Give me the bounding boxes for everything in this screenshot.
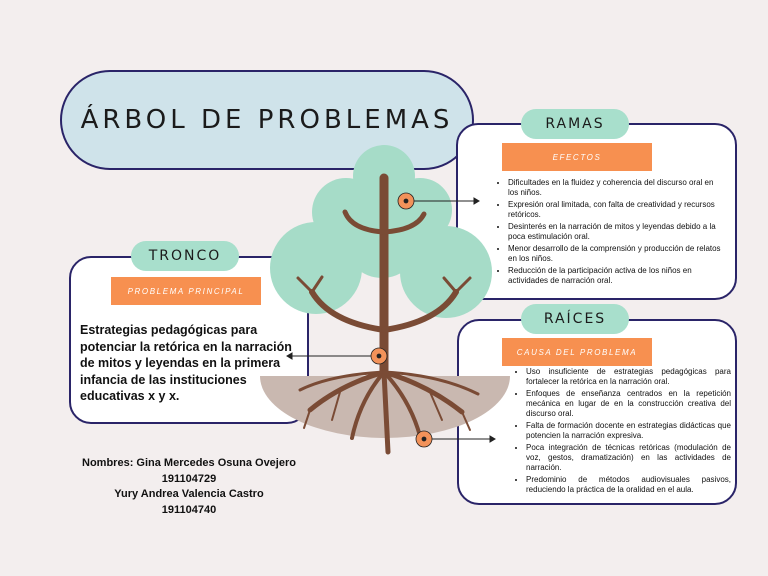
list-item: Reducción de la participación activa de …	[508, 266, 724, 286]
tronco-heading: TRONCO	[131, 241, 239, 271]
page-title: ÁRBOL DE PROBLEMAS	[80, 105, 454, 135]
list-item: Falta de formación docente en estrategia…	[526, 421, 731, 441]
ramas-heading: RAMAS	[521, 109, 629, 139]
list-item: Predominio de métodos audiovisuales pasi…	[526, 475, 731, 495]
raices-tag: CAUSA DEL PROBLEMA	[502, 338, 652, 366]
marker-dots	[370, 192, 433, 448]
ramas-list: Dificultades en la fluidez y coherencia …	[496, 178, 724, 288]
title-banner: ÁRBOL DE PROBLEMAS	[60, 70, 474, 170]
list-item: Menor desarrollo de la comprensión y pro…	[508, 244, 724, 264]
list-item: Enfoques de enseñanza centrados en la re…	[526, 389, 731, 419]
ramas-tag: EFECTOS	[502, 143, 652, 171]
list-item: Desinterés en la narración de mitos y le…	[508, 222, 724, 242]
list-item: Poca integración de técnicas retóricas (…	[526, 443, 731, 473]
list-item: Uso insuficiente de estrategias pedagógi…	[526, 367, 731, 387]
tronco-tag: PROBLEMA PRINCIPAL	[111, 277, 261, 305]
raices-list: Uso insuficiente de estrategias pedagógi…	[514, 367, 731, 497]
authors-line: Nombres: Gina Mercedes Osuna Ovejero	[82, 457, 296, 469]
authors-line: 191104740	[161, 503, 217, 516]
raices-heading: RAÍCES	[521, 304, 629, 334]
list-item: Expresión oral limitada, con falta de cr…	[508, 200, 724, 220]
tronco-text: Estrategias pedagógicas para potenciar l…	[80, 323, 292, 403]
list-item: Dificultades en la fluidez y coherencia …	[508, 178, 724, 198]
tree-roots	[298, 369, 480, 455]
authors-line: 191104729	[161, 472, 217, 485]
authors-block: Nombres: Gina Mercedes Osuna Ovejero 191…	[76, 456, 302, 518]
authors-line: Yury Andrea Valencia Castro	[114, 488, 264, 500]
tree-trunk	[296, 173, 472, 375]
